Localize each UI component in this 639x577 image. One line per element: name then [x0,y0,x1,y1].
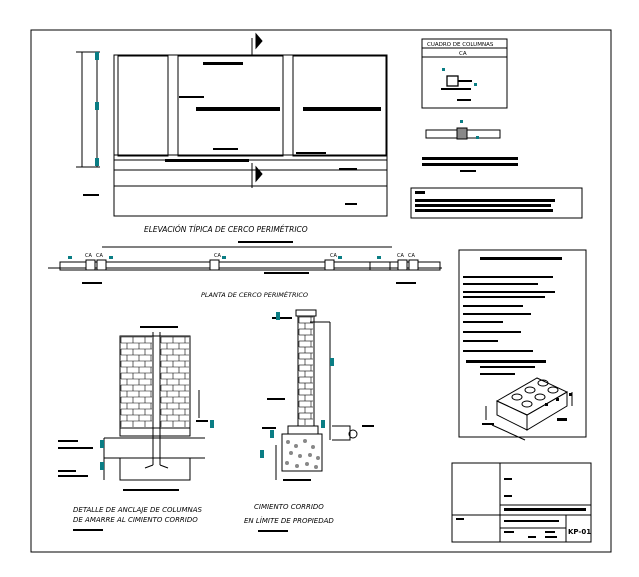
elevation-drawing [76,32,388,217]
anchor-detail-title-line2: DE AMARRE AL CIMIENTO CORRIDO [73,516,198,524]
columns-table-type: CA [459,51,467,57]
column-tag-6: CA [408,253,415,259]
columns-table-title: CUADRO DE COLUMNAS [427,42,494,48]
sheet-code: KP-01 [568,528,591,536]
column-tag-1: CA [85,253,92,259]
column-tag-4: CA [330,253,337,259]
plan-drawing [48,246,442,271]
sheet-border [30,29,612,553]
footing-title-line1: CIMIENTO CORRIDO [254,503,324,511]
footing-annotations [258,317,374,532]
footing-section-drawing [275,309,358,480]
anchor-detail-title-line1: DETALLE DE ANCLAJE DE COLUMNAS [73,506,203,514]
title-block-text-bars [456,478,586,538]
anchor-detail-annotations [58,326,208,531]
notes-box [410,187,583,219]
columns-table: CUADRO DE COLUMNAS CA [421,38,508,109]
plan-dimension-markers [68,256,381,259]
footing-dimension-markers [260,312,334,458]
column-section-detail [422,120,518,172]
elevation-annotations [83,62,381,205]
plan-column-tags: CA CA CA CA CA CA [85,253,415,259]
anchor-detail-markers [100,420,214,470]
plan-annotations [82,272,416,284]
brick-dimension-markers [482,393,572,425]
title-block [451,462,592,543]
footing-fill-aggregate [285,439,320,469]
footing-title-line2: EN LÍMITE DE PROPIEDAD [244,516,334,525]
column-tag-5: CA [397,253,404,259]
plan-title: PLANTA DE CERCO PERIMÉTRICO [201,290,308,299]
elevation-dimension-markers [95,52,99,166]
elevation-title: ELEVACIÓN TÍPICA DE CERCO PERIMÉTRICO [144,225,308,234]
column-tag-3: CA [214,253,221,259]
anchor-detail-drawing [103,332,205,481]
anchor-wall-brick-left [120,336,152,427]
elevation-title-dims [238,241,293,243]
column-tag-2: CA [96,253,103,259]
footing-wall-brick [298,316,313,425]
anchor-wall-brick-right [160,336,189,427]
hollow-brick-isometric [485,377,573,441]
specifications-panel [458,249,587,438]
